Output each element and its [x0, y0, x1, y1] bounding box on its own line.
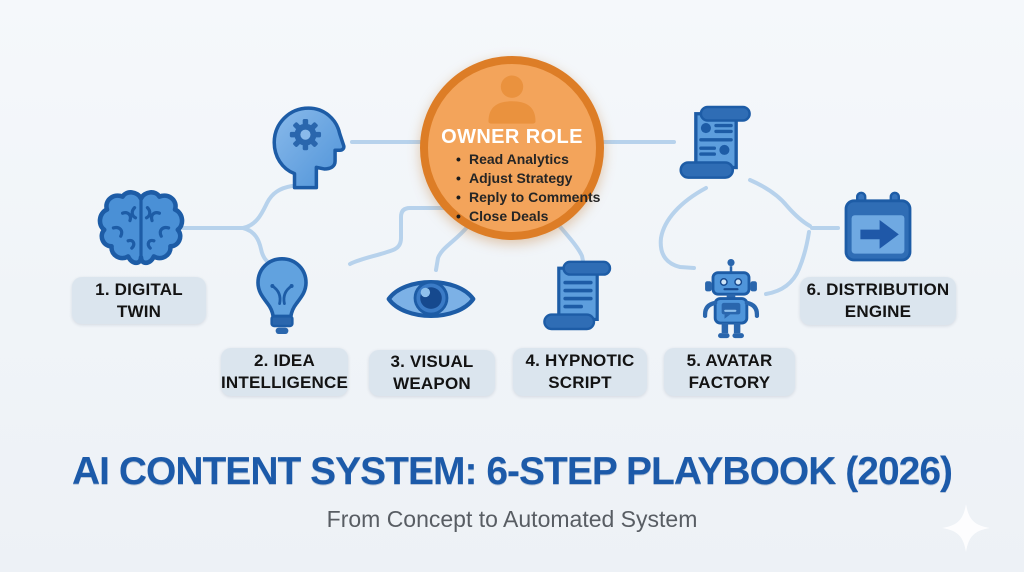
scroll-text-icon [543, 260, 612, 331]
step-label-avatar-factory: 5. AVATAR FACTORY [664, 348, 795, 396]
step-label-line: ENGINE [844, 302, 912, 321]
step-label-line: TWIN [116, 301, 162, 321]
step-label-line: 5. AVATAR [686, 351, 773, 371]
owner-role-item: Read Analytics [455, 150, 600, 169]
person-icon [488, 75, 536, 124]
calendar-arrow-icon [844, 191, 912, 262]
step-label-digital-twin: 1. DIGITAL TWIN [72, 277, 206, 324]
step-label-line: WEAPON [393, 374, 471, 393]
step-label-hypnotic-script: 4. HYPNOTIC SCRIPT [513, 348, 647, 396]
step-label-line: INTELLIGENCE [220, 373, 349, 392]
head-gear-icon [272, 106, 346, 190]
step-label-distribution-engine: 6. DISTRIBUTION ENGINE [800, 277, 956, 325]
document-scroll-icon [679, 105, 751, 179]
sparkle-icon [942, 504, 990, 552]
page-title: AI CONTENT SYSTEM: 6-STEP PLAYBOOK (2026… [71, 450, 953, 493]
owner-role-item: Close Deals [455, 207, 600, 226]
page-subtitle: From Concept to Automated System [326, 506, 698, 532]
step-label-line: 1. DIGITAL [95, 279, 183, 299]
step-label-line: 3. VISUAL [390, 352, 474, 372]
eye-icon [386, 280, 476, 318]
step-label-line: FACTORY [688, 373, 771, 392]
step-label-line: 2. IDEA [254, 351, 315, 371]
owner-role-list: Read Analytics Adjust Strategy Reply to … [455, 150, 600, 226]
step-label-idea-intelligence: 2. IDEA INTELLIGENCE [221, 348, 348, 396]
brain-icon [97, 190, 185, 266]
lightbulb-icon [256, 257, 308, 334]
step-label-visual-weapon: 3. VISUAL WEAPON [369, 350, 495, 396]
step-label-line: SCRIPT [548, 373, 612, 392]
owner-role-item: Reply to Comments [455, 188, 600, 207]
step-label-line: 6. DISTRIBUTION [806, 280, 950, 300]
step-label-line: 4. HYPNOTIC [525, 351, 635, 371]
owner-role-heading: OWNER ROLE [441, 126, 583, 148]
owner-role-circle: OWNER ROLE Read Analytics Adjust Strateg… [420, 56, 604, 240]
owner-role-item: Adjust Strategy [455, 169, 600, 188]
robot-icon [702, 258, 760, 339]
